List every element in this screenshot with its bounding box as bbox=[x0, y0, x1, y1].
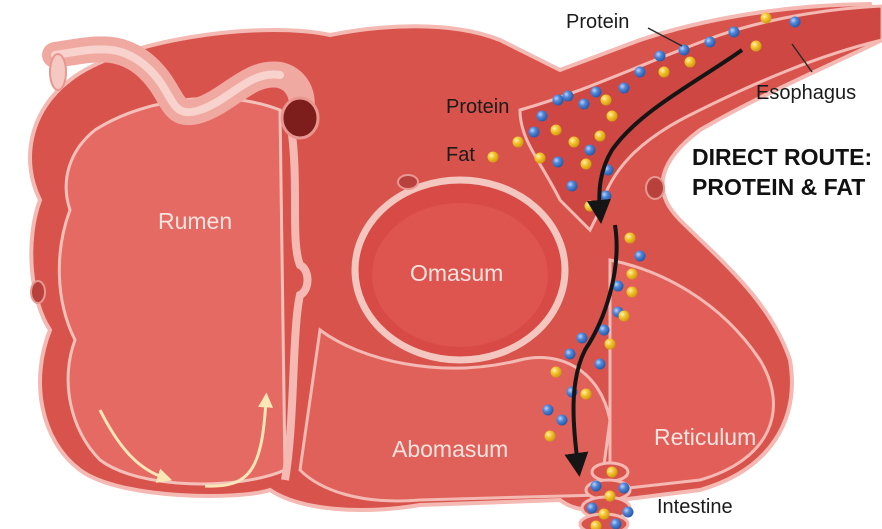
protein-particle-icon bbox=[679, 45, 690, 56]
fat-label: Fat bbox=[446, 144, 475, 166]
fat-particle-icon bbox=[551, 367, 562, 378]
protein-particle-icon bbox=[623, 507, 634, 518]
protein-particle-icon bbox=[705, 37, 716, 48]
protein-particle-icon bbox=[557, 415, 568, 426]
protein-particle-icon bbox=[577, 333, 588, 344]
protein-label-top: Protein bbox=[566, 11, 629, 33]
direct-route-title: DIRECT ROUTE: bbox=[692, 144, 872, 170]
protein-particle-icon bbox=[553, 95, 564, 106]
fat-particle-icon bbox=[569, 137, 580, 148]
protein-particle-icon bbox=[543, 405, 554, 416]
protein-label-left: Protein bbox=[446, 96, 509, 118]
fat-particle-icon bbox=[535, 153, 546, 164]
intestine-label: Intestine bbox=[657, 496, 733, 518]
fat-particle-icon bbox=[607, 111, 618, 122]
fat-particle-icon bbox=[619, 311, 630, 322]
fat-particle-icon bbox=[627, 269, 638, 280]
protein-particle-icon bbox=[587, 503, 598, 514]
protein-particle-icon bbox=[619, 83, 630, 94]
fat-particle-icon bbox=[605, 491, 616, 502]
protein-particle-icon bbox=[635, 67, 646, 78]
rumen-inner bbox=[59, 98, 285, 484]
direct-route-subtitle: PROTEIN & FAT bbox=[692, 174, 865, 200]
fat-particle-icon bbox=[585, 201, 596, 212]
fat-particle-icon bbox=[605, 339, 616, 350]
fat-particle-icon bbox=[751, 41, 762, 52]
fat-particle-icon bbox=[488, 152, 499, 163]
protein-particle-icon bbox=[579, 99, 590, 110]
fat-particle-icon bbox=[599, 509, 610, 520]
protein-particle-icon bbox=[591, 87, 602, 98]
protein-particle-icon bbox=[567, 181, 578, 192]
orifice-dark bbox=[282, 98, 318, 138]
protein-particle-icon bbox=[553, 157, 564, 168]
omasum-label: Omasum bbox=[410, 260, 503, 286]
abomasum-label: Abomasum bbox=[392, 436, 508, 462]
protein-particle-icon bbox=[655, 51, 666, 62]
fat-particle-icon bbox=[685, 57, 696, 68]
protein-particle-icon bbox=[790, 17, 801, 28]
fat-particle-icon bbox=[601, 95, 612, 106]
esophagus-label: Esophagus bbox=[756, 82, 856, 104]
protein-particle-icon bbox=[537, 111, 548, 122]
fat-particle-icon bbox=[625, 233, 636, 244]
rumen-label: Rumen bbox=[158, 208, 232, 234]
fat-particle-icon bbox=[513, 137, 524, 148]
protein-particle-icon bbox=[563, 91, 574, 102]
protein-particle-icon bbox=[595, 359, 606, 370]
fat-particle-icon bbox=[607, 467, 618, 478]
protein-particle-icon bbox=[601, 191, 612, 202]
protein-particle-icon bbox=[591, 481, 602, 492]
protein-particle-icon bbox=[635, 251, 646, 262]
fat-particle-icon bbox=[627, 287, 638, 298]
protein-particle-icon bbox=[565, 349, 576, 360]
fat-particle-icon bbox=[761, 13, 772, 24]
protein-particle-icon bbox=[529, 127, 540, 138]
fat-particle-icon bbox=[659, 67, 670, 78]
protein-particle-icon bbox=[585, 145, 596, 156]
protein-particle-icon bbox=[729, 27, 740, 38]
protein-particle-icon bbox=[619, 483, 630, 494]
intake-tube-opening bbox=[50, 54, 66, 90]
fat-particle-icon bbox=[595, 131, 606, 142]
fat-particle-icon bbox=[545, 431, 556, 442]
fat-particle-icon bbox=[581, 389, 592, 400]
protein-particle-icon bbox=[611, 519, 622, 529]
fat-particle-icon bbox=[581, 159, 592, 170]
fat-particle-icon bbox=[551, 125, 562, 136]
reticulum-label: Reticulum bbox=[654, 424, 756, 450]
